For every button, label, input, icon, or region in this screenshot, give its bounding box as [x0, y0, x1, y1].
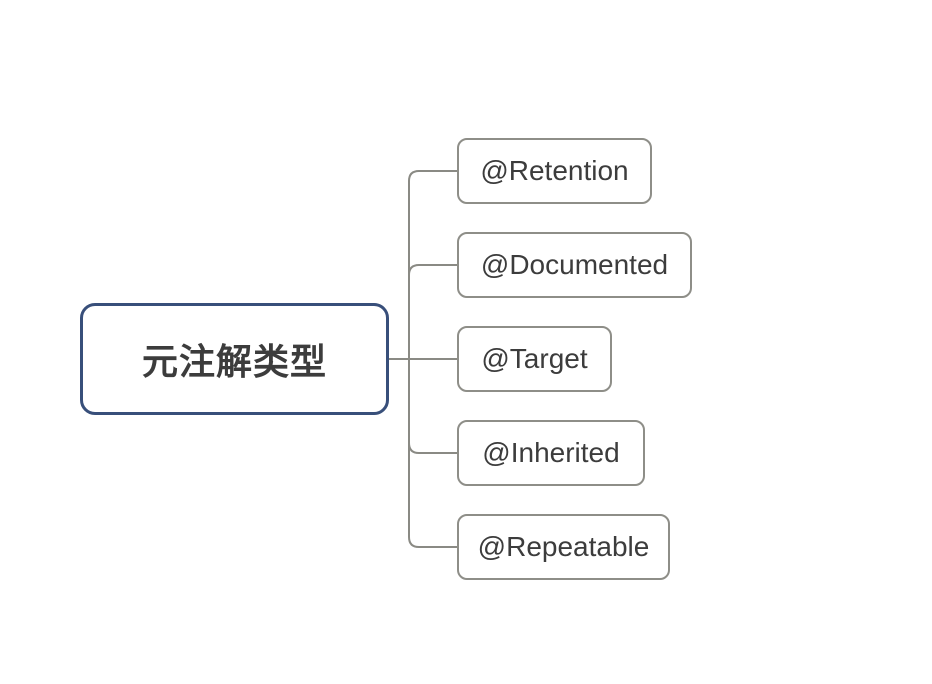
child-node-label: @Target: [481, 343, 588, 374]
root-node[interactable]: 元注解类型: [80, 303, 389, 415]
child-node-repeatable[interactable]: @Repeatable: [457, 514, 670, 580]
connector-root-to-repeatable: [408, 359, 457, 548]
child-node-label: @Documented: [480, 249, 669, 280]
connector-root-to-retention: [408, 170, 457, 359]
connector-root-to-documented: [408, 264, 457, 359]
child-node-documented[interactable]: @Documented: [457, 232, 692, 298]
child-node-label: @Inherited: [482, 437, 620, 468]
child-node-label: @Retention: [480, 155, 629, 186]
child-node-label: @Repeatable: [477, 531, 650, 562]
connector-root-to-inherited: [408, 359, 457, 454]
child-node-inherited[interactable]: @Inherited: [457, 420, 645, 486]
child-node-retention[interactable]: @Retention: [457, 138, 652, 204]
child-node-target[interactable]: @Target: [457, 326, 612, 392]
root-node-label: 元注解类型: [141, 341, 327, 382]
